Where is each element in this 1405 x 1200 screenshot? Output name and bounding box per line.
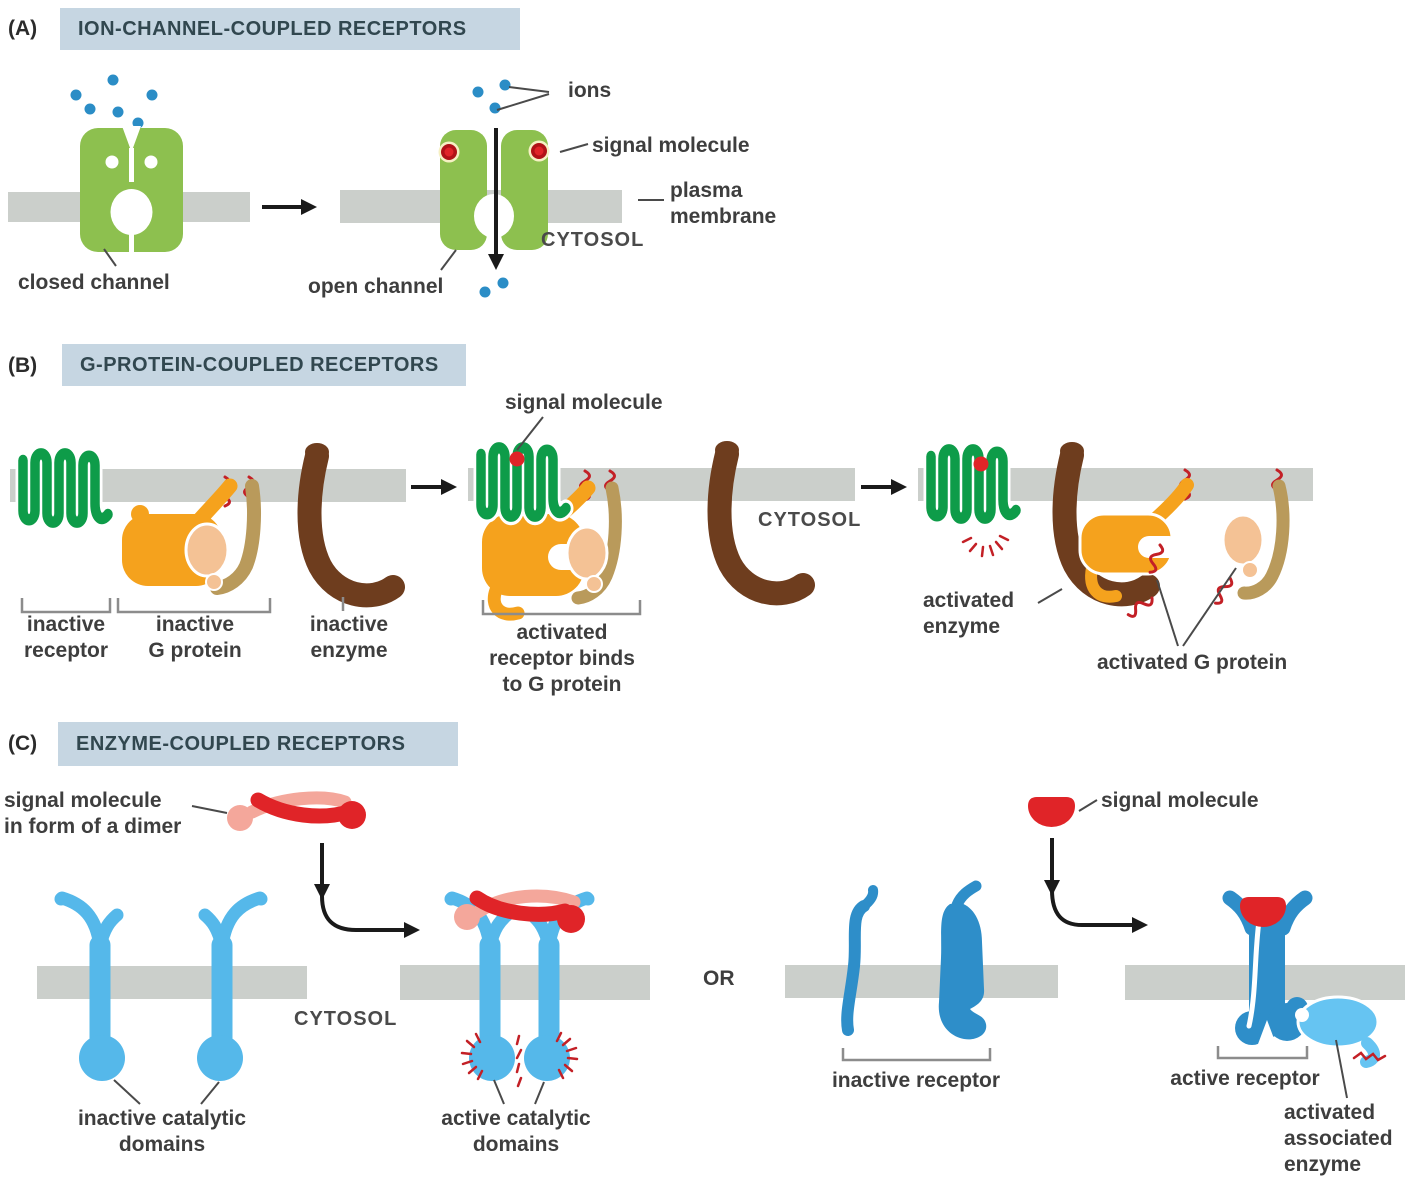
membrane-c-3 xyxy=(785,965,1058,998)
label-activated-receptor-binds: activated receptor binds to G protein xyxy=(489,621,635,697)
label-signal-molecule-b: signal molecule xyxy=(505,391,663,414)
membrane-c-1 xyxy=(37,966,307,999)
g-protein-inactive xyxy=(122,475,261,595)
receptor-inactive-right xyxy=(841,880,987,1040)
arrow-b1 xyxy=(411,479,457,495)
curved-arrow-left xyxy=(314,843,420,938)
panel-c-art xyxy=(37,791,1405,1105)
label-ions: ions xyxy=(568,79,612,102)
panel-a-art xyxy=(8,74,664,298)
label-activated-enzyme: activated enzyme xyxy=(923,589,1015,639)
gpcr-activated xyxy=(481,448,566,516)
open-channel-shape xyxy=(438,130,550,250)
ion-dots-left xyxy=(70,74,158,129)
label-cytosol-a: CYTOSOL xyxy=(541,229,645,251)
signal-dimer-shape xyxy=(227,791,366,831)
label-inactive-receptor: inactive receptor xyxy=(23,613,109,663)
signal-molecule-bound xyxy=(1240,897,1286,927)
label-inactive-catalytic-domains: inactive catalytic domains xyxy=(77,1107,247,1157)
label-or: OR xyxy=(703,967,735,990)
signal-molecule-dot-right xyxy=(528,140,550,162)
signal-molecule-dot xyxy=(973,456,989,472)
panel-a-header: ION-CHANNEL-COUPLED RECEPTORS xyxy=(60,8,520,50)
label-inactive-enzyme: inactive enzyme xyxy=(309,613,389,663)
panel-c-header: ENZYME-COUPLED RECEPTORS xyxy=(58,722,458,766)
enzyme-inactive xyxy=(305,443,393,595)
panel-c-tag: (C) xyxy=(8,732,38,755)
arrow-a xyxy=(262,199,317,215)
receptor-dimer-active xyxy=(445,893,595,1087)
label-signal-molecule-c: signal molecule xyxy=(1101,789,1259,812)
label-inactive-g-protein: inactive G protein xyxy=(148,613,242,663)
label-active-catalytic-domains: active catalytic domains xyxy=(441,1107,591,1157)
enzyme-activated-group xyxy=(1060,442,1194,620)
label-inactive-receptor-c: inactive receptor xyxy=(831,1069,1001,1092)
associated-enzyme-shape xyxy=(1295,995,1387,1068)
label-activated-associated-enzyme: activated associated enzyme xyxy=(1284,1101,1393,1177)
label-open-channel: open channel xyxy=(308,275,444,298)
label-signal-molecule-a: signal molecule xyxy=(592,134,750,157)
closed-channel-shape xyxy=(80,126,183,254)
panel-b-art xyxy=(10,416,1313,647)
panel-b-tag: (B) xyxy=(8,354,38,377)
signal-molecule-dot-left xyxy=(438,141,460,163)
ion-flow-arrow xyxy=(488,128,504,270)
arrow-b2 xyxy=(861,479,907,495)
receptor-active-group xyxy=(1222,890,1387,1068)
panel-a-tag: (A) xyxy=(8,17,38,40)
panel-b-header: G-PROTEIN-COUPLED RECEPTORS xyxy=(62,344,466,386)
gpcr-activated-right xyxy=(931,450,1016,558)
membrane-c-2 xyxy=(400,965,650,1000)
label-plasma-membrane: plasma membrane xyxy=(670,179,777,229)
ion-dots-right xyxy=(472,79,511,298)
curved-arrow-right xyxy=(1044,838,1148,933)
label-active-receptor: active receptor xyxy=(1170,1067,1320,1090)
label-cytosol-c: CYTOSOL xyxy=(294,1008,398,1030)
label-activated-g-protein: activated G protein xyxy=(1097,651,1288,674)
signal-molecule-shape xyxy=(1028,797,1075,828)
label-cytosol-b: CYTOSOL xyxy=(758,509,862,531)
signal-molecule-dot xyxy=(509,451,525,467)
g-beta-gamma-activated xyxy=(1210,468,1290,607)
label-signal-dimer: signal molecule in form of a dimer xyxy=(4,789,182,839)
gpcr-inactive xyxy=(23,454,108,522)
label-closed-channel: closed channel xyxy=(18,271,170,294)
